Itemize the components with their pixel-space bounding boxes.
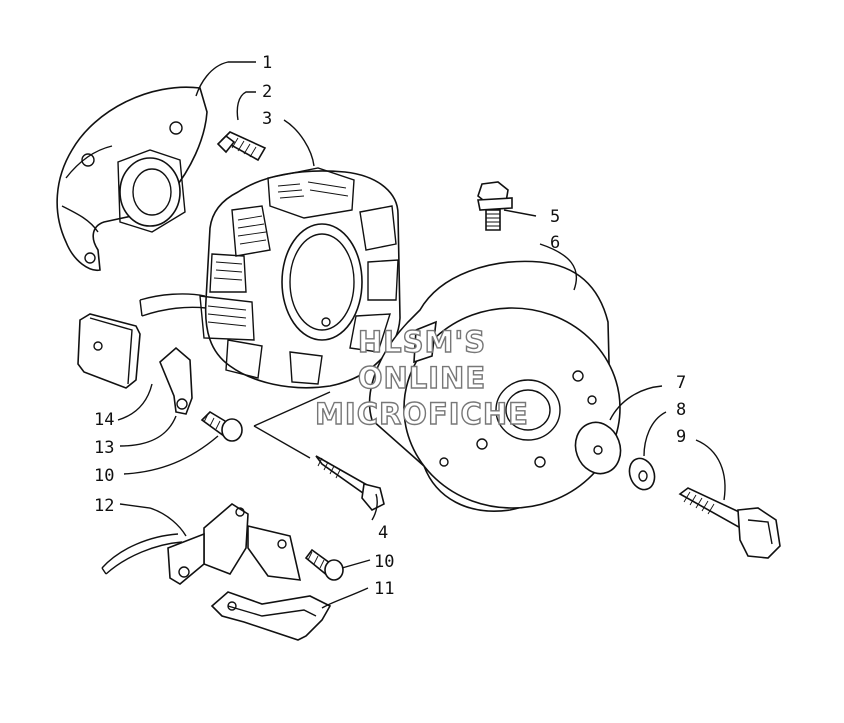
watermark-line-3: MICROFICHE (315, 397, 529, 431)
part-7-washer (574, 421, 622, 475)
part-3-stator-coils (199, 167, 401, 389)
callout-12: 12 (94, 496, 114, 516)
callout-5: 5 (550, 207, 560, 227)
stator-wire-end (139, 299, 143, 317)
callout-1: 1 (262, 53, 272, 73)
watermark-line-1: HLSM'S (358, 325, 486, 359)
part-5-flange-bolt (477, 181, 513, 231)
callout-6: 6 (550, 233, 560, 253)
part-2-screw (216, 131, 267, 162)
part-9-flywheel-bolt (678, 487, 781, 559)
callout-14: 14 (94, 410, 114, 430)
part-14-cover (77, 313, 141, 389)
part-10-screw-lower (304, 548, 344, 581)
callout-8: 8 (676, 400, 686, 420)
callout-10-upper: 10 (94, 466, 114, 486)
leader-lines (117, 61, 726, 609)
part-11-bracket (210, 591, 332, 641)
callout-7: 7 (676, 373, 686, 393)
stator-wire (139, 293, 207, 317)
part-8-lock-washer (628, 457, 656, 491)
callout-11: 11 (374, 579, 394, 599)
part-12-pulser-coil (101, 503, 302, 585)
callout-2: 2 (262, 82, 272, 102)
callout-10-lower: 10 (374, 552, 394, 572)
part-1-stator-plate (56, 86, 208, 271)
watermark-line-2: ONLINE (358, 361, 486, 395)
callout-3: 3 (262, 109, 272, 129)
watermark: HLSM'S ONLINE MICROFICHE (314, 324, 529, 431)
part-4-bolt (315, 455, 385, 511)
part-10-screw-upper (200, 410, 243, 442)
part-6-flywheel (368, 260, 621, 512)
part-13-cable-clamp (159, 346, 193, 415)
callout-9: 9 (676, 427, 686, 447)
callout-4: 4 (378, 523, 388, 543)
callout-13: 13 (94, 438, 114, 458)
